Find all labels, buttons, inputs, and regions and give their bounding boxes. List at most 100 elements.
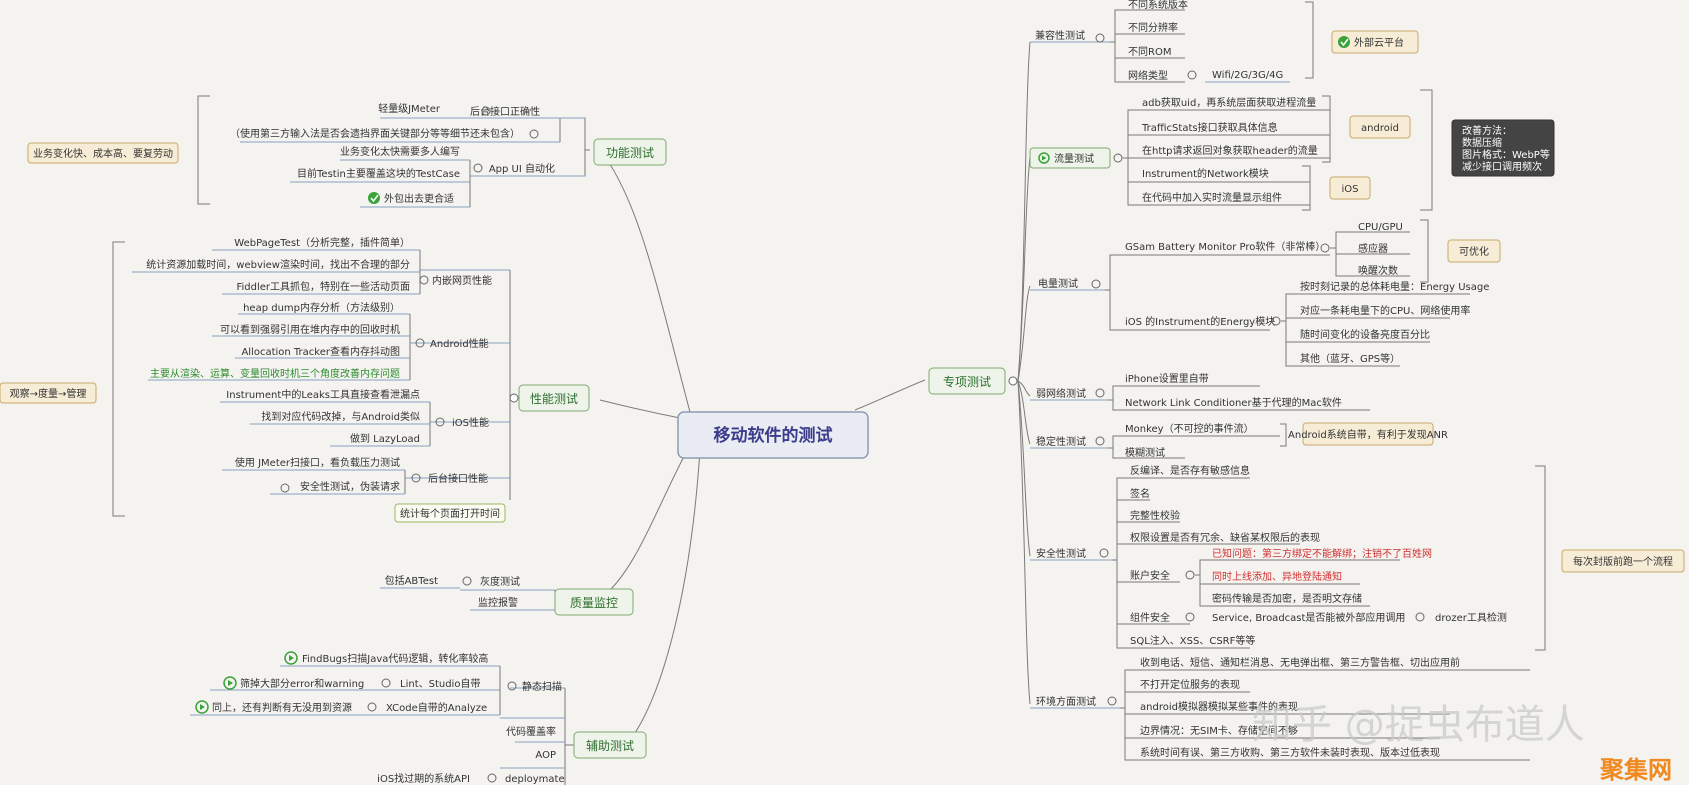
sec5a: 已知问题：第三方绑定不能解绑；注销不了百姓网 bbox=[1212, 547, 1432, 560]
functional-label: 功能测试 bbox=[606, 145, 654, 160]
branch-quality: 质量监控 灰度测试 包括ABTest 监控报警 bbox=[380, 574, 634, 616]
env1: 收到电话、短信、通知栏消息、无电弹出框、第三方警告框、切出应用前 bbox=[1140, 656, 1460, 669]
expand-icon[interactable] bbox=[280, 483, 290, 493]
compat2: 不同分辨率 bbox=[1128, 21, 1178, 34]
collapse-icon[interactable] bbox=[1095, 33, 1105, 43]
wn2: Network Link Conditioner基于代理的Mac软件 bbox=[1125, 396, 1342, 409]
collapse-icon[interactable] bbox=[1091, 279, 1101, 289]
special-label: 专项测试 bbox=[943, 374, 991, 389]
collapse-icon[interactable] bbox=[481, 106, 491, 116]
collapse-icon[interactable] bbox=[1320, 243, 1330, 253]
tr-ios: iOS bbox=[1342, 184, 1359, 195]
sec5c: 密码传输是否加密，是否明文存储 bbox=[1212, 592, 1362, 605]
main-branches bbox=[599, 149, 926, 741]
branch-functional: 功能测试 后台接口正确性 轻量级JMeter （使用第三方输入法是否会遗挡界面关… bbox=[27, 95, 667, 208]
perf-ios2: 找到对应代码改掉，与Android类似 bbox=[261, 410, 420, 423]
sec7: SQL注入、XSS、CSRF等等 bbox=[1130, 634, 1255, 647]
play-icon[interactable] bbox=[223, 676, 237, 690]
collapse-icon[interactable] bbox=[1095, 436, 1105, 446]
func-auto2: 目前Testin主要覆盖这块的TestCase bbox=[297, 167, 460, 180]
collapse-icon[interactable] bbox=[473, 163, 483, 173]
functional-node[interactable] bbox=[593, 138, 667, 166]
collapse-icon[interactable] bbox=[1185, 612, 1195, 622]
branch-special: 专项测试 兼容性测试 不同系统版本 不同分辨率 不同ROM 网络类型 Wifi/… bbox=[928, 0, 1685, 761]
sec2: 签名 bbox=[1130, 487, 1150, 500]
tr-note-box bbox=[1451, 119, 1555, 177]
perf-page: 统计每个页面打开时间 bbox=[400, 507, 500, 520]
collapse-icon[interactable] bbox=[1271, 316, 1281, 326]
tr5: 在代码中加入实时流量显示组件 bbox=[1142, 191, 1282, 204]
quality-label: 质量监控 bbox=[570, 596, 618, 610]
collapse-icon[interactable] bbox=[1113, 153, 1123, 163]
play-icon[interactable] bbox=[195, 700, 209, 714]
collapse-icon[interactable] bbox=[487, 773, 497, 783]
q-gray: 灰度测试 bbox=[480, 575, 520, 588]
func-auto: App UI 自动化 bbox=[489, 162, 555, 175]
check-mark bbox=[1340, 38, 1349, 47]
collapse-icon[interactable] bbox=[509, 393, 519, 403]
st1: Monkey（不可控的事件流） bbox=[1125, 422, 1254, 435]
perf-web3: Fiddler工具抓包，特别在一些活动页面 bbox=[236, 280, 410, 293]
watermark-zhihu: 知乎 @捉虫布道人 bbox=[1252, 702, 1585, 748]
collapse-icon[interactable] bbox=[1099, 548, 1109, 558]
tr2: TrafficStats接口获取具体信息 bbox=[1141, 121, 1278, 134]
aux-cov: 代码覆盖率 bbox=[506, 725, 556, 738]
sec-note-box bbox=[1561, 549, 1685, 573]
sec6: 组件安全 bbox=[1130, 611, 1170, 624]
center-label: 移动软件的测试 bbox=[714, 425, 833, 446]
collapse-icon[interactable] bbox=[1415, 612, 1425, 622]
play-icon[interactable] bbox=[1038, 152, 1050, 164]
compat1: 不同系统版本 bbox=[1128, 0, 1188, 11]
perf-and2: 可以看到强弱引用在堆内存中的回收时机 bbox=[220, 323, 400, 336]
collapse-icon[interactable] bbox=[462, 576, 472, 586]
watermark-jujing: 聚集网 bbox=[1599, 756, 1672, 784]
st-note: Android系统自带，有利于发现ANR bbox=[1288, 428, 1448, 441]
sec5: 账户安全 bbox=[1130, 569, 1170, 582]
collapse-icon[interactable] bbox=[1107, 696, 1117, 706]
collapse-icon[interactable] bbox=[1095, 388, 1105, 398]
collapse-icon[interactable] bbox=[419, 275, 429, 285]
perf-backend: 后台接口性能 bbox=[428, 472, 488, 485]
collapse-icon[interactable] bbox=[507, 681, 517, 691]
compat-cloud-box bbox=[1331, 30, 1419, 54]
special-node[interactable] bbox=[928, 367, 1006, 395]
tr-note4: 减少接口调用频次 bbox=[1462, 160, 1542, 173]
sec5b: 同时上线添加、异地登陆通知 bbox=[1212, 570, 1342, 583]
perf-ios3: 做到 LazyLoad bbox=[350, 432, 420, 445]
collapse-icon[interactable] bbox=[367, 702, 377, 712]
perf-ios: iOS性能 bbox=[452, 416, 489, 429]
collapse-icon[interactable] bbox=[435, 417, 445, 427]
tr1: adb获取uid，再系统层面获取进程流量 bbox=[1142, 96, 1316, 109]
env4: 边界情况：无SIM卡、存储空间不够 bbox=[1140, 724, 1298, 737]
tr-note1: 改善方法： bbox=[1462, 124, 1512, 137]
collapse-icon[interactable] bbox=[415, 338, 425, 348]
play-triangle bbox=[200, 704, 205, 710]
collapse-icon[interactable] bbox=[411, 473, 421, 483]
quality-node[interactable] bbox=[554, 588, 634, 616]
play-triangle bbox=[289, 655, 294, 661]
q-ab: 包括ABTest bbox=[385, 574, 438, 587]
sec6b: drozer工具检测 bbox=[1435, 611, 1507, 624]
collapse-icon[interactable] bbox=[381, 678, 391, 688]
aux-s2a: 筛掉大部分error和warning bbox=[240, 677, 364, 690]
func-outsource: 外包出去更合适 bbox=[384, 192, 454, 205]
compat3: 不同ROM bbox=[1128, 46, 1171, 58]
collapse-icon[interactable] bbox=[1187, 70, 1197, 80]
performance-node[interactable] bbox=[518, 384, 590, 412]
play-icon[interactable] bbox=[284, 651, 298, 665]
center-node[interactable]: 移动软件的测试 bbox=[677, 411, 869, 459]
sec-note: 每次封版前跑一个流程 bbox=[1573, 555, 1673, 568]
collapse-icon[interactable] bbox=[529, 129, 539, 139]
sec1: 反编译、是否存有敏感信息 bbox=[1130, 464, 1250, 477]
check-mark bbox=[370, 194, 379, 203]
collapse-icon[interactable] bbox=[1008, 376, 1018, 386]
func-note-box bbox=[27, 142, 179, 164]
check-icon bbox=[368, 192, 380, 204]
wn1: iPhone设置里自带 bbox=[1125, 372, 1209, 385]
tr-note2: 数据压缩 bbox=[1462, 136, 1502, 149]
collapse-icon[interactable] bbox=[1185, 570, 1195, 580]
traffic-node[interactable] bbox=[1029, 147, 1111, 169]
perf-web1: WebPageTest（分析完整，插件简单） bbox=[234, 236, 410, 249]
aux-node[interactable] bbox=[573, 731, 647, 759]
